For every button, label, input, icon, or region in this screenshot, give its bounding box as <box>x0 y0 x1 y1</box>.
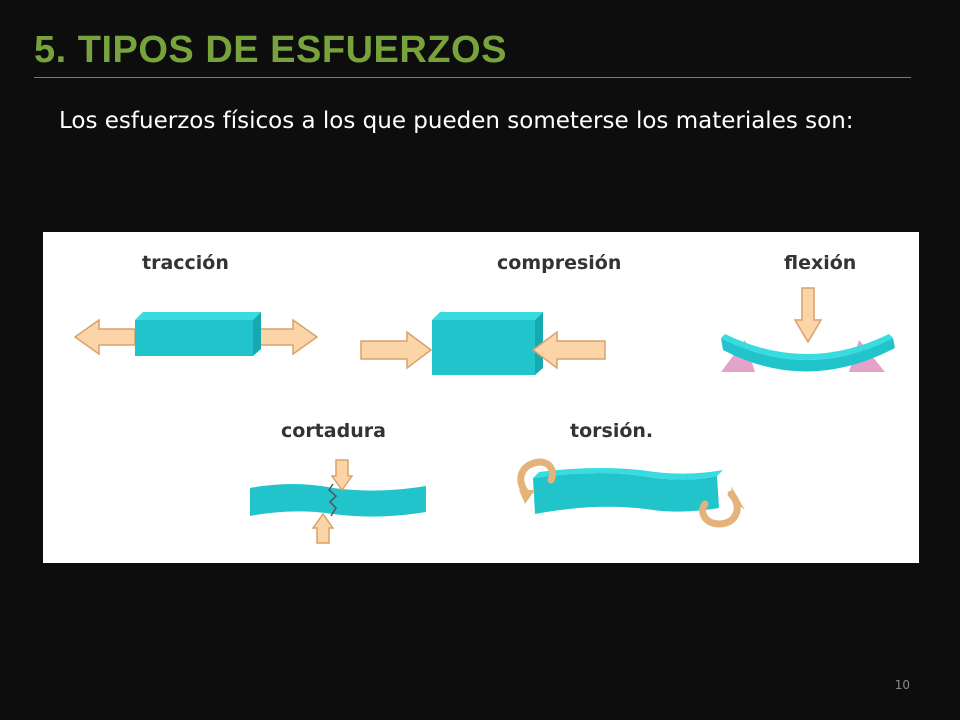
cortadura-down-arrow <box>330 459 354 492</box>
flexion-illustration <box>721 287 895 372</box>
torsion-beam-top <box>533 468 723 480</box>
compresion-left-arrow <box>360 330 433 370</box>
compresion-block-front <box>432 320 535 375</box>
traccion-block-front <box>135 320 253 356</box>
cortadura-illustration <box>250 459 426 544</box>
traccion-illustration <box>73 312 319 356</box>
torsion-left-rotation-arrow <box>517 458 556 498</box>
torsion-left-arrowhead <box>519 490 535 504</box>
label-compresion: compresión <box>497 252 622 274</box>
label-torsion: torsión. <box>570 420 654 442</box>
torsion-illustration <box>517 458 745 528</box>
flexion-beam <box>721 338 895 372</box>
page-number: 10 <box>894 678 910 692</box>
compresion-illustration <box>360 312 606 375</box>
stress-types-figure: tracción compresión flexión cortadura to… <box>43 232 919 563</box>
traccion-block-top <box>135 312 261 320</box>
label-traccion: tracción <box>142 252 229 274</box>
cortadura-beam <box>250 484 426 517</box>
flexion-down-arrow <box>793 287 823 344</box>
torsion-right-rotation-arrow <box>699 490 741 528</box>
stress-types-illustration <box>73 287 895 544</box>
traccion-right-arrow <box>252 318 319 356</box>
traccion-block-side <box>253 312 261 356</box>
cortadura-up-arrow <box>311 512 335 544</box>
title-underline <box>34 77 911 78</box>
torsion-right-arrowhead <box>731 486 745 510</box>
intro-paragraph: Los esfuerzos físicos a los que pueden s… <box>59 108 854 134</box>
traccion-left-arrow <box>73 318 136 356</box>
flexion-beam-top <box>721 334 893 360</box>
slide-title: 5. TIPOS DE ESFUERZOS <box>34 29 507 71</box>
compresion-right-arrow <box>531 330 606 370</box>
cortadura-crack <box>328 483 338 517</box>
label-cortadura: cortadura <box>281 420 386 442</box>
compresion-block-top <box>432 312 543 320</box>
torsion-beam <box>533 473 719 514</box>
label-flexion: flexión <box>784 252 857 274</box>
compresion-block-side <box>535 312 543 375</box>
